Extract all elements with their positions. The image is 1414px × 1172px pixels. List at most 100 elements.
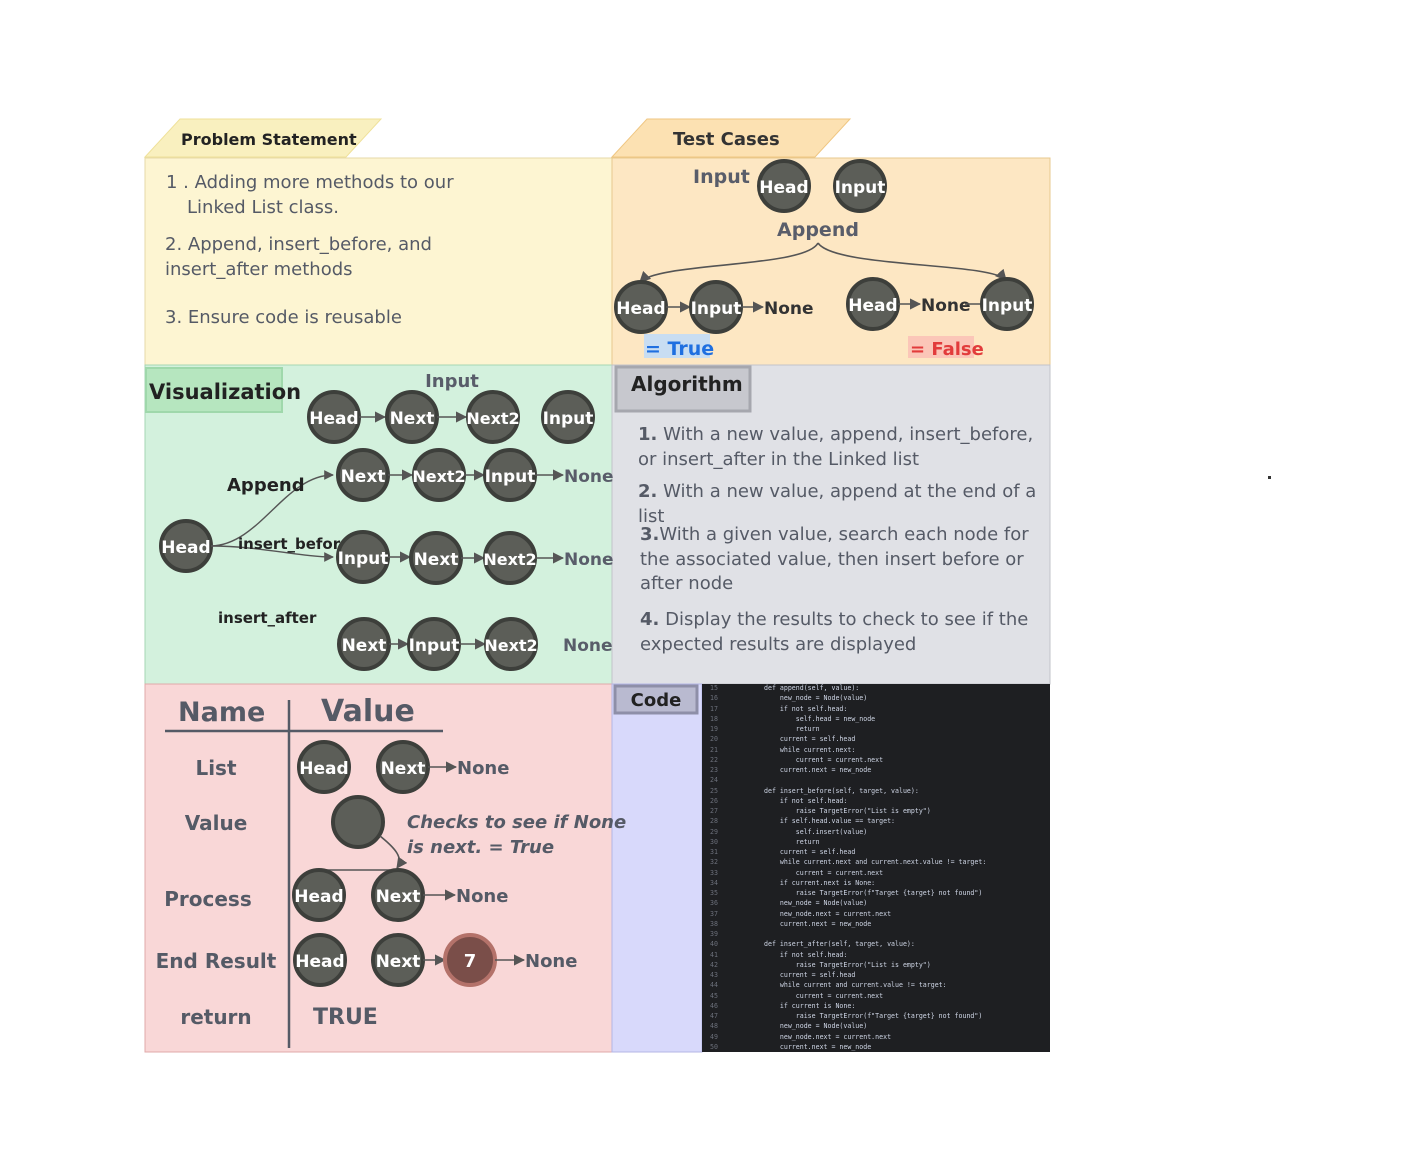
tests-right-node-2: Input — [980, 277, 1034, 331]
tests-false-highlight — [908, 336, 974, 358]
svg-text:Head: Head — [759, 178, 808, 198]
row-list-label: List — [195, 756, 237, 780]
value-check-arrow — [379, 835, 408, 869]
code-line-number: 29 — [710, 827, 718, 836]
return-value: TRUE — [313, 1005, 378, 1030]
viz-head-node: Head — [159, 519, 213, 573]
code-line: current = current.next — [764, 868, 884, 877]
code-line: while current.next and current.next.valu… — [764, 858, 987, 867]
code-line-number: 20 — [710, 735, 718, 744]
viz-before-node-1: Input — [336, 530, 390, 584]
viz-title-box — [145, 367, 283, 413]
code-line-number: 16 — [710, 694, 718, 703]
end-none: None — [525, 951, 577, 972]
code-line-number: 27 — [710, 807, 718, 815]
tests-input-node-2: Input — [833, 159, 887, 213]
code-line: current.next = new_node — [764, 766, 872, 774]
problem-item-2: 2. Append, insert_before, and — [165, 234, 432, 255]
code-line: new_node.next = current.next — [764, 909, 892, 918]
code-line-number: 28 — [710, 817, 718, 826]
code-line: while current.next: — [764, 745, 856, 754]
viz-branch-append — [210, 470, 334, 547]
code-line-number: 32 — [710, 858, 718, 867]
code-line: return — [764, 725, 820, 733]
row-end-result-label: End Result — [156, 949, 277, 973]
problem-item-1b: Linked List class. — [187, 197, 340, 218]
tests-right-node-1: Head — [846, 277, 900, 331]
svg-text:Next: Next — [381, 759, 426, 779]
code-line: new_node.next = current.next — [764, 1032, 892, 1041]
viz-input-node-1: Head — [307, 390, 361, 444]
svg-text:Next: Next — [341, 467, 386, 487]
code-title-box — [613, 684, 699, 715]
code-line-number: 42 — [710, 960, 718, 969]
alg-step-3: 3.With a given value, search each node f… — [640, 524, 1029, 594]
svg-text:Head: Head — [294, 887, 343, 907]
code-line: new_node = Node(value) — [764, 1022, 868, 1031]
code-line: new_node = Node(value) — [764, 899, 868, 908]
code-line-number: 44 — [710, 981, 718, 990]
svg-text:Next: Next — [342, 636, 387, 656]
code-line: current = current.next — [764, 755, 884, 764]
code-line-number: 50 — [710, 1042, 718, 1051]
viz-append-node-3: Input — [483, 448, 537, 502]
alg-title-box — [614, 365, 752, 413]
svg-text:Input: Input — [485, 467, 536, 487]
problem-item-1: 1 . Adding more methods to our — [166, 172, 454, 193]
svg-text:Input: Input — [835, 178, 886, 198]
table-name-header: Name — [178, 697, 265, 728]
code-line: if self.head.value == target: — [764, 817, 896, 826]
svg-text:Next: Next — [376, 952, 421, 972]
viz-after-node-1: Next — [337, 617, 391, 671]
tests-left-node-2: Input — [689, 280, 743, 334]
code-line: while current and current.value != targe… — [764, 981, 947, 990]
viz-before-node-3: Next2 — [483, 531, 537, 585]
code-line-number: 18 — [710, 714, 718, 723]
code-line-number: 26 — [710, 796, 718, 805]
code-line-number: 45 — [710, 991, 718, 1000]
code-line: current.next = new_node — [764, 919, 872, 928]
svg-text:Input: Input — [691, 299, 742, 319]
tests-branch-right — [817, 242, 1007, 281]
tests-tab — [610, 118, 852, 158]
code-line: def insert_before(self, target, value): — [764, 786, 919, 795]
code-line: raise TargetError("List is empty") — [764, 807, 931, 815]
code-line: def insert_after(self, target, value): — [764, 940, 915, 949]
table-panel — [144, 683, 613, 1053]
code-line-number: 34 — [710, 878, 718, 887]
viz-insert-after-label: insert_after — [218, 609, 317, 627]
svg-text:Head: Head — [299, 759, 348, 779]
tests-input-label: Input — [693, 166, 750, 188]
code-line: if not self.head: — [764, 950, 848, 959]
tests-left-none: None — [764, 299, 814, 319]
tests-left-result: = True — [645, 338, 714, 360]
code-line: self.head = new_node — [764, 714, 876, 723]
code-line-number: 33 — [710, 868, 718, 877]
tests-method-label: Append — [777, 219, 859, 241]
code-line-number: 30 — [710, 837, 718, 846]
alg-title: Algorithm — [631, 372, 743, 396]
svg-text:Head: Head — [295, 952, 344, 972]
viz-append-node-1: Next — [336, 448, 390, 502]
viz-append-label: Append — [227, 475, 305, 496]
viz-input-node-2: Next — [385, 390, 439, 444]
code-line: raise TargetError("List is empty") — [764, 960, 931, 969]
viz-insert-before-label: insert_before — [238, 535, 350, 553]
code-line-number: 21 — [710, 745, 718, 754]
code-line-number: 15 — [710, 684, 718, 692]
code-line: if not self.head: — [764, 796, 848, 805]
code-line-number: 46 — [710, 1001, 718, 1010]
svg-text:Input: Input — [409, 636, 460, 656]
tests-right-none: None — [921, 296, 971, 316]
viz-title: Visualization — [149, 380, 301, 404]
checks-note-2: is next. = True — [407, 837, 554, 858]
row-process-label: Process — [164, 887, 252, 911]
code-line-number: 47 — [710, 1012, 718, 1020]
viz-append-none: None — [564, 467, 614, 487]
process-node-2: Next — [371, 868, 425, 922]
svg-text:Head: Head — [161, 538, 210, 558]
code-line-number: 19 — [710, 725, 718, 733]
code-line-number: 43 — [710, 971, 718, 979]
